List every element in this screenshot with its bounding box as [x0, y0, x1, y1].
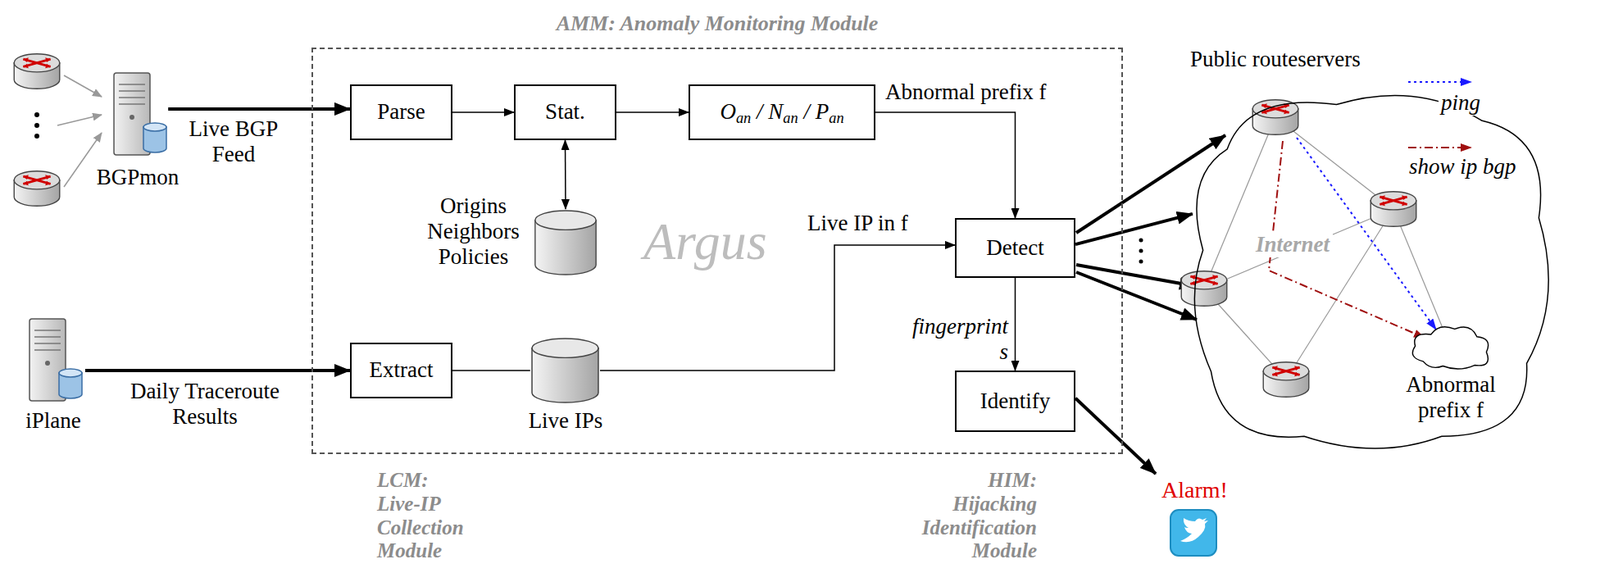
- box-label: Stat.: [545, 99, 586, 125]
- node-label: iPlane: [12, 408, 95, 434]
- twitter-icon: [1170, 509, 1217, 556]
- cloud-outline: [1405, 321, 1496, 373]
- server-node: iPlane: [12, 313, 95, 439]
- module-name: HIM: Hijacking Identification Module: [868, 468, 1037, 564]
- ellipsis-dots: [34, 112, 40, 139]
- process-box: Extract: [350, 342, 453, 399]
- edge-label: Abnormal prefix f: [885, 79, 1115, 105]
- internet-cloud: Public routeserversInternet: [1180, 45, 1562, 451]
- connector-arrow: [452, 111, 514, 114]
- feed-arrows: [57, 75, 102, 187]
- box-label: Extract: [369, 357, 434, 383]
- router-icon: [13, 171, 60, 207]
- node-label: Live IPs: [516, 408, 615, 434]
- node-label: BGPmon: [88, 164, 187, 191]
- server-node: BGPmon: [88, 69, 187, 197]
- connector-arrow: [616, 111, 689, 114]
- edge-label: Live IP in f: [807, 210, 951, 237]
- connector-arrow: [1075, 398, 1156, 474]
- process-box: Parse: [350, 84, 453, 141]
- process-box: Identify: [954, 370, 1076, 432]
- edge-label: Daily Traceroute Results: [90, 378, 320, 430]
- connector-arrow: [452, 369, 531, 372]
- connector-arrow: [564, 140, 567, 210]
- process-box: Oan / Nan / Pan: [688, 84, 876, 141]
- prefix-cloud: Abnormal prefix f: [1385, 321, 1517, 424]
- watermark: Argus: [643, 211, 768, 273]
- connector-arrow: [168, 107, 350, 111]
- node-label: Abnormal prefix f: [1385, 372, 1517, 423]
- connector-arrow: [85, 368, 350, 373]
- edge-label: fingerprint s: [868, 313, 1009, 365]
- node-label: Origins Neighbors Policies: [422, 193, 525, 270]
- module-name: LCM: Live-IP Collection Module: [377, 468, 464, 564]
- database: Origins Neighbors Policies: [422, 193, 607, 287]
- connector-arrow: [1014, 277, 1017, 371]
- database-cylinder: [533, 209, 598, 277]
- process-box: Detect: [954, 218, 1076, 278]
- router-icon: [13, 54, 60, 90]
- server-icon: [113, 72, 167, 155]
- server-icon: [29, 318, 82, 401]
- router-icon: [1252, 100, 1299, 136]
- module-title: AMM: Anomaly Monitoring Module: [313, 11, 1122, 37]
- box-label: Parse: [377, 99, 425, 125]
- cloud-outline: [1180, 77, 1562, 451]
- box-label: Identify: [980, 388, 1050, 414]
- edge-label: Live BGP Feed: [176, 116, 291, 168]
- legend-label: ping: [1438, 90, 1483, 116]
- legend-line: [1408, 81, 1472, 83]
- router-icon: [1263, 362, 1310, 398]
- database: Live IPs: [516, 334, 615, 437]
- connector-arrow: [1075, 213, 1193, 245]
- router-icon: [1370, 191, 1417, 228]
- legend-label: show ip bgp: [1406, 154, 1519, 180]
- node-label: Public routeservers: [1190, 46, 1361, 73]
- node-label: Internet: [1252, 231, 1333, 258]
- legend-line: [1408, 146, 1472, 149]
- alarm-node: Alarm!: [1143, 473, 1246, 509]
- process-box: Stat.: [513, 84, 617, 141]
- box-label: Detect: [986, 235, 1044, 261]
- node-label: Alarm!: [1143, 477, 1246, 504]
- box-label: Oan / Nan / Pan: [719, 99, 844, 125]
- ellipsis-dots: [1139, 238, 1144, 264]
- database-cylinder: [530, 336, 600, 405]
- connector-arrow: [875, 112, 1016, 219]
- router-icon: [1181, 271, 1228, 307]
